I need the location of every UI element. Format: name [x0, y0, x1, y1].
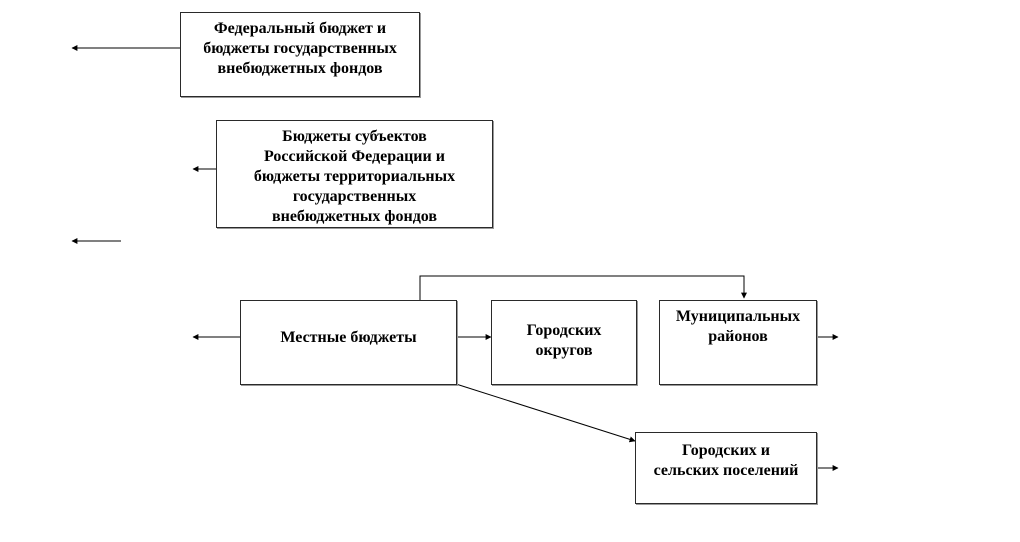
city-districts-box: Городских округов [491, 300, 637, 385]
settlements-label: Городских и сельских поселений [653, 442, 799, 479]
local-budgets-box: Местные бюджеты [240, 300, 457, 385]
arrow-local-to-municipal [419, 275, 747, 300]
settlements-box: Городских и сельских поселений [635, 432, 817, 504]
municipal-districts-label: Муниципальных районов [675, 308, 801, 345]
municipal-districts-box: Муниципальных районов [659, 300, 817, 385]
subjects-budget-box: Бюджеты субъектов Российской Федерации и… [216, 120, 493, 228]
city-districts-label: Городских округов [526, 321, 602, 359]
local-budgets-label: Местные бюджеты [280, 328, 417, 346]
arrow-local-to-settlements [455, 383, 636, 443]
subjects-budget-label: Бюджеты субъектов Российской Федерации и… [253, 128, 456, 225]
federal-budget-box: Федеральный бюджет и бюджеты государстве… [180, 12, 420, 97]
federal-budget-label: Федеральный бюджет и бюджеты государстве… [203, 20, 397, 77]
